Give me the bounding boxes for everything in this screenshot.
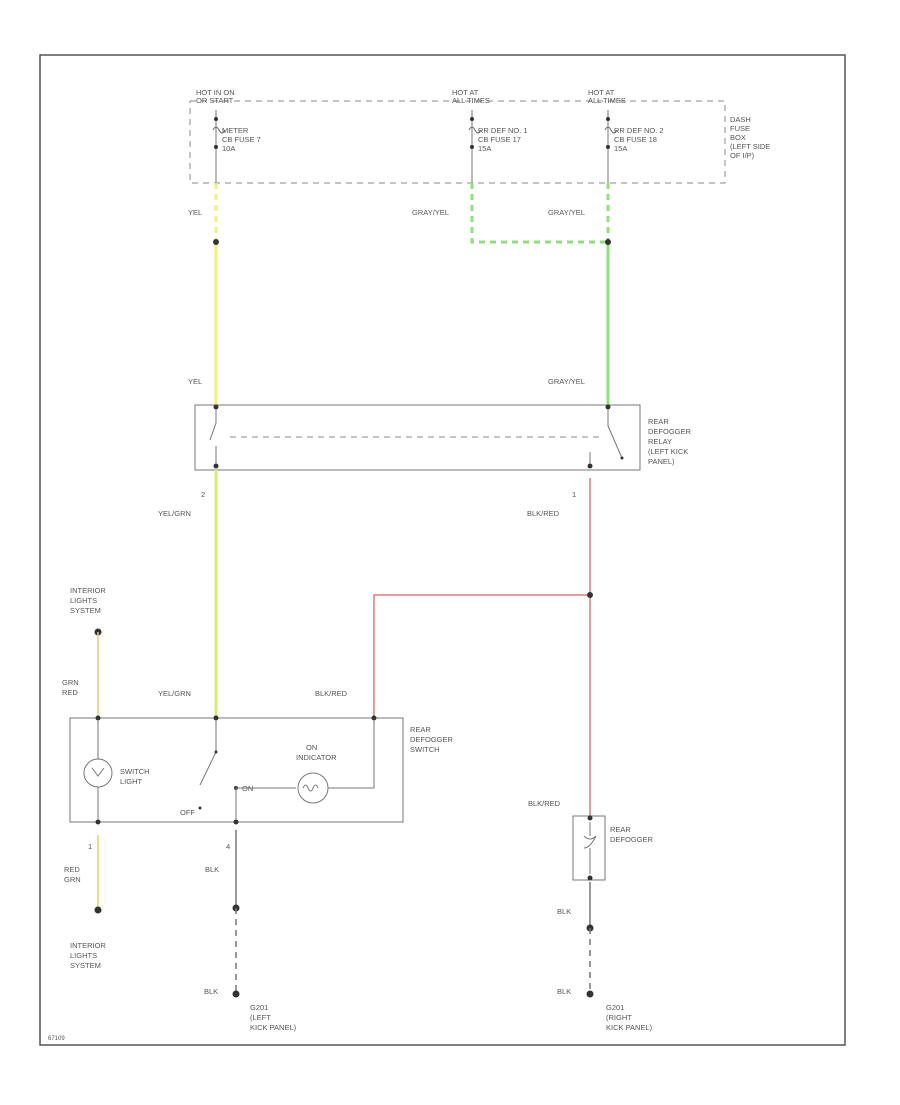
rear-defogger: BLK/RED REAR DEFOGGER BLK BLK G201 (RIGH… <box>528 799 654 1032</box>
label-blkred-upper: BLK/RED <box>527 509 560 518</box>
fuse-box-outline <box>189 100 726 184</box>
label-blkred-switch: BLK/RED <box>315 689 348 698</box>
fuse-1-icon <box>212 126 226 134</box>
label-pin-1-left: 1 <box>88 842 92 851</box>
rear-defogger-switch: SWITCH LIGHT OFF ON ON INDICATOR REAR DE… <box>69 715 455 825</box>
label-grayyel-a: GRAY/YEL <box>412 208 449 217</box>
defogger-grid-icon <box>583 822 597 874</box>
fuse-feed-2-label: HOT AT ALL TIMES <box>452 88 490 105</box>
fuse-box-label: DASH FUSE BOX (LEFT SIDE OF I/P) <box>730 115 772 160</box>
label-pin-2: 2 <box>201 490 205 499</box>
fuse-box: DASH FUSE BOX (LEFT SIDE OF I/P) HOT IN … <box>189 88 772 184</box>
middle-wires: 2 YEL/GRN 1 BLK/RED YEL/GRN BLK/RED <box>158 470 593 818</box>
label-pin-4: 4 <box>226 842 230 851</box>
fuse-3-label: RR DEF NO. 2 CB FUSE 18 15A <box>614 126 666 153</box>
fuse-1-label: METER CB FUSE 7 10A <box>222 126 263 153</box>
fuse-feed-1-label: HOT IN ON OR START <box>196 88 237 105</box>
switch-label: REAR DEFOGGER SWITCH <box>410 725 455 754</box>
label-grayyel-mid: GRAY/YEL <box>548 377 585 386</box>
footer-code: 67109 <box>48 1036 65 1042</box>
interior-bottom-label: INTERIOR LIGHTS SYSTEM <box>70 941 108 970</box>
label-blkred-defogger: BLK/RED <box>528 799 561 808</box>
fuse-2-label: RR DEF NO. 1 CB FUSE 17 15A <box>478 126 530 153</box>
wire-blkred-switch <box>373 594 590 718</box>
label-blk-right-ground: BLK <box>557 987 571 996</box>
label-blk-left: BLK <box>205 865 219 874</box>
switch-contact-icon <box>199 720 217 786</box>
label-blk-left-ground: BLK <box>204 987 218 996</box>
label-yelgrn-upper: YEL/GRN <box>158 509 191 518</box>
label-grayyel-b: GRAY/YEL <box>548 208 585 217</box>
label-yel-top: YEL <box>188 208 202 217</box>
relay-label: REAR DEFOGGER RELAY (LEFT KICK PANEL) <box>648 417 693 466</box>
fuse-feed-3-label: HOT AT ALL TIMES <box>588 88 626 105</box>
label-redgrn: RED GRN <box>64 865 82 884</box>
wire-grayyel-splice <box>470 183 608 244</box>
interior-lights: INTERIOR LIGHTS SYSTEM GRN RED 1 RED GRN… <box>62 586 108 970</box>
fuse-3-icon <box>604 126 618 134</box>
ground-left-label: G201 (LEFT KICK PANEL) <box>250 1003 297 1032</box>
switch-light-bulb-icon <box>83 758 113 788</box>
ground-right-label: G201 (RIGHT KICK PANEL) <box>606 1003 653 1032</box>
defogger-box <box>572 815 606 881</box>
label-yel-mid: YEL <box>188 377 202 386</box>
switch-light-label: SWITCH LIGHT <box>120 767 152 786</box>
label-yelgrn-lower: YEL/GRN <box>158 689 191 698</box>
label-blk-right: BLK <box>557 907 571 916</box>
switch-off-label: OFF <box>180 808 195 817</box>
label-grnred: GRN RED <box>62 678 81 697</box>
interior-top-label: INTERIOR LIGHTS SYSTEM <box>70 586 108 615</box>
left-ground: 4 BLK BLK G201 (LEFT KICK PANEL) <box>204 830 297 1032</box>
relay-box <box>194 404 641 471</box>
label-pin-1: 1 <box>572 490 576 499</box>
upper-wires: YEL GRAY/YEL GRAY/YEL YEL GRAY/YEL <box>188 183 611 405</box>
on-indicator-label: ON INDICATOR <box>296 743 337 762</box>
diagram-frame <box>39 54 846 1046</box>
defogger-label: REAR DEFOGGER <box>610 825 654 844</box>
fuse-2-icon <box>468 126 482 134</box>
rear-defogger-relay: REAR DEFOGGER RELAY (LEFT KICK PANEL) <box>194 404 693 471</box>
